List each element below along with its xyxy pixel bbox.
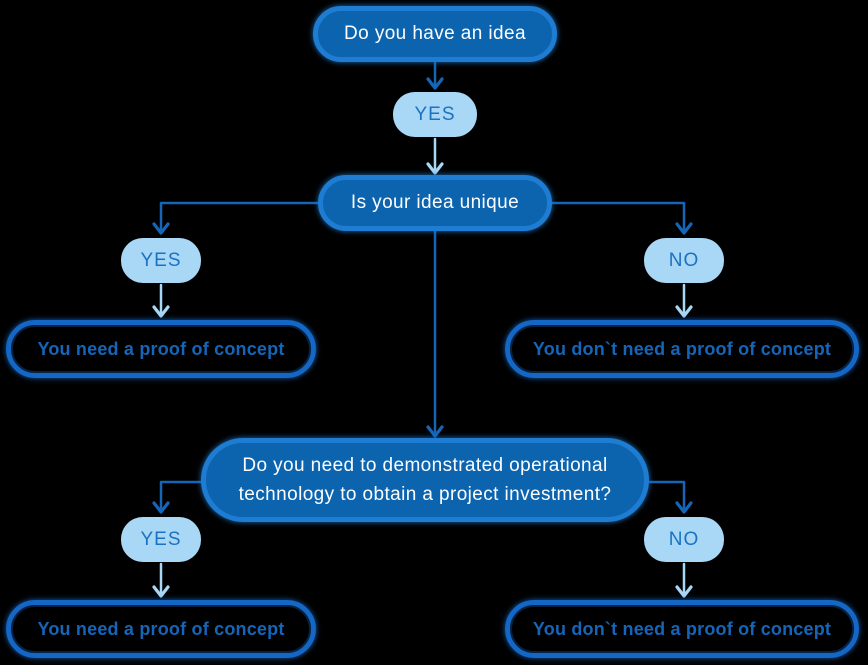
connector-yes2-to-result1 [152, 283, 170, 318]
arrowhead-down-icon [675, 305, 693, 318]
arrowhead-down-icon [426, 162, 444, 175]
answer-no-2: NO [644, 517, 724, 562]
result-need-proof-2: You need a proof of concept [6, 600, 316, 658]
arrowhead-down-icon [675, 501, 693, 514]
question-idea-unique: Is your idea unique [318, 175, 552, 231]
question-demonstrate-technology: Do you need to demonstrated operational … [201, 438, 649, 522]
connector-no2-to-result4 [675, 562, 693, 598]
answer-yes-3: YES [121, 517, 201, 562]
arrowhead-down-icon [426, 425, 444, 438]
result-dont-need-proof-1: You don`t need a proof of concept [505, 320, 859, 378]
connector-yes3-to-result3 [152, 562, 170, 598]
connector-q3-to-no2 [645, 480, 693, 514]
arrowhead-down-icon [152, 585, 170, 598]
arrowhead-down-icon [152, 305, 170, 318]
connector-q2-to-no1 [550, 201, 693, 235]
result-dont-need-proof-2: You don`t need a proof of concept [505, 600, 859, 658]
arrowhead-down-icon [152, 501, 170, 514]
connector-yes1-to-q2 [426, 137, 444, 175]
answer-yes-1: YES [393, 92, 477, 137]
arrowhead-down-icon [426, 77, 444, 90]
connector-q2-to-q3 [426, 229, 444, 438]
arrowhead-down-icon [152, 222, 170, 235]
result-need-proof-1: You need a proof of concept [6, 320, 316, 378]
answer-no-1: NO [644, 238, 724, 283]
arrowhead-down-icon [675, 222, 693, 235]
arrowhead-down-icon [675, 585, 693, 598]
question-line-1: Do you need to demonstrated operational [242, 455, 608, 476]
connector-no1-to-result2 [675, 283, 693, 318]
connector-q1-to-yes1 [426, 61, 444, 90]
answer-yes-2: YES [121, 238, 201, 283]
connector-q2-to-yes2 [152, 201, 320, 235]
connector-q3-to-yes3 [152, 480, 205, 514]
question-line-2: technology to obtain a project investmen… [238, 484, 612, 505]
question-have-idea: Do you have an idea [313, 6, 557, 62]
